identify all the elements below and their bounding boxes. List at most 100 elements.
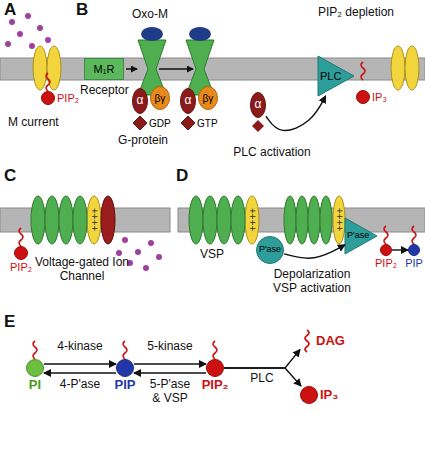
vsp-label: VSP: [200, 248, 224, 262]
gtp-diamond: [252, 120, 264, 132]
agonist-ellipse: [141, 27, 163, 41]
g-alpha-subunit: α: [180, 88, 196, 114]
node-text: PIP₂: [202, 378, 229, 392]
node-text: PIP₂: [57, 92, 79, 104]
lipid-tail: [213, 341, 217, 359]
pip2-lipid-shape: [381, 245, 392, 256]
vsp-subunit: [320, 196, 332, 244]
phosphatase-domain: P'ase: [256, 236, 284, 264]
vsp-subunit: [203, 196, 217, 244]
ion-dot: [25, 13, 31, 19]
pip2-lipid: PIP₂: [41, 91, 55, 105]
pip2-lipid-outline: [41, 91, 55, 105]
charge-signs: ++++: [246, 208, 258, 231]
pip2-lipid-shape: [15, 247, 28, 260]
voltage-sensor: [87, 196, 101, 244]
ion-dot: [29, 43, 35, 49]
g-alpha-subunit-shape: [251, 93, 266, 118]
phosphatase-domain: P'ase: [345, 218, 377, 254]
pip2-lipid: PIP₂: [206, 359, 224, 377]
ion-dot: [148, 240, 154, 246]
flow-arrow: [126, 68, 137, 70]
pi-lipid-outline: [26, 359, 44, 377]
vsp-subunit: [284, 196, 296, 244]
ip3-headgroup-outline: [300, 386, 318, 404]
pi-lipid-shape: [27, 360, 44, 377]
pip-lipid-outline: [408, 244, 420, 256]
ion-dot: [37, 25, 43, 31]
g-betagamma-subunit: βγ: [150, 86, 170, 110]
ion-dot: [156, 254, 162, 260]
charge-signs: ++++: [88, 208, 100, 231]
channel-label: Voltage-gated Ion Channel: [34, 256, 130, 284]
node-text: PIP₂: [375, 257, 397, 269]
channel-subunit: [73, 196, 87, 244]
g-alpha-subunit-shape: [181, 89, 196, 114]
gdp-diamond: GDP: [133, 116, 147, 130]
pip-lipid: PIP: [116, 359, 134, 377]
gtp-diamond-shape: [181, 116, 195, 130]
node-text: PIP₂: [10, 261, 32, 273]
pip-lipid-outline: [116, 359, 134, 377]
node-text: GTP: [197, 118, 218, 129]
gtp-diamond: GTP: [181, 116, 195, 130]
g-alpha-subunit: α: [250, 92, 266, 118]
ip3-headgroup: IP₃: [300, 386, 318, 404]
channel-subunit: [59, 196, 73, 244]
channel-subunit: [405, 46, 419, 90]
lipid-tail: [46, 73, 50, 91]
panel-letter: C: [4, 166, 16, 186]
phosphatase-domain-shape: [345, 218, 377, 254]
gdp-diamond-outline: [133, 116, 147, 130]
agonist-ellipse: [189, 27, 211, 41]
node-text: α: [250, 92, 266, 118]
channel-subunit: [45, 196, 59, 244]
receptor-label: Receptor: [80, 84, 129, 98]
node-text: IP₃: [372, 91, 387, 103]
pip2-lipid-outline: [380, 244, 392, 256]
edge-label: Depolarization VSP activation: [266, 268, 358, 296]
edge-label: PLC: [242, 372, 282, 386]
pip2-lipid-shape: [42, 92, 55, 105]
arrow-connector: [284, 245, 345, 258]
plc-enzyme: PLC: [318, 56, 354, 96]
ip3-headgroup-outline: [356, 90, 370, 104]
node-text: α: [132, 88, 148, 114]
pip2-lipid-shape: [207, 360, 224, 377]
ion-dot: [17, 31, 23, 37]
voltage-sensor: [245, 196, 259, 244]
pip2-lipid-outline: [14, 246, 28, 260]
charge-signs: ++++: [333, 208, 345, 231]
panel-letter: D: [176, 166, 188, 186]
arrow-connector: [44, 372, 116, 373]
pore-subunit: [101, 196, 115, 244]
arrow-connector: [224, 368, 301, 386]
channel-subunit: [33, 46, 47, 90]
channel-subunit: [31, 196, 45, 244]
channel-subunit: [47, 46, 61, 90]
ion-dot: [5, 41, 11, 47]
voltage-sensor: [333, 196, 345, 244]
panel-letter: E: [4, 312, 15, 332]
lipid-tail: [123, 341, 127, 359]
receptor-box-shape: [85, 59, 124, 80]
g-alpha-subunit: α: [132, 88, 148, 114]
node-text: PIP: [405, 257, 423, 269]
current-label: M current: [8, 116, 59, 130]
g-alpha-subunit-shape: [133, 89, 148, 114]
node-text: PI: [29, 378, 41, 392]
g-betagamma-subunit: βγ: [198, 86, 218, 110]
lipid-tail: [384, 226, 388, 244]
lipid-tail: [412, 226, 416, 244]
node-text: βγ: [198, 86, 218, 110]
pip-lipid-shape: [117, 360, 134, 377]
arrow-connector: [134, 372, 206, 373]
arrow-connector: [44, 363, 116, 364]
pip2-lipid-outline: [206, 359, 224, 377]
lipid-tail: [361, 62, 365, 80]
vsp-subunit: [189, 196, 203, 244]
arrow-connector: [266, 96, 326, 131]
node-text: IP₃: [320, 388, 338, 402]
node-text: DAG: [316, 334, 345, 348]
dag-lipid-shape: [305, 330, 309, 352]
